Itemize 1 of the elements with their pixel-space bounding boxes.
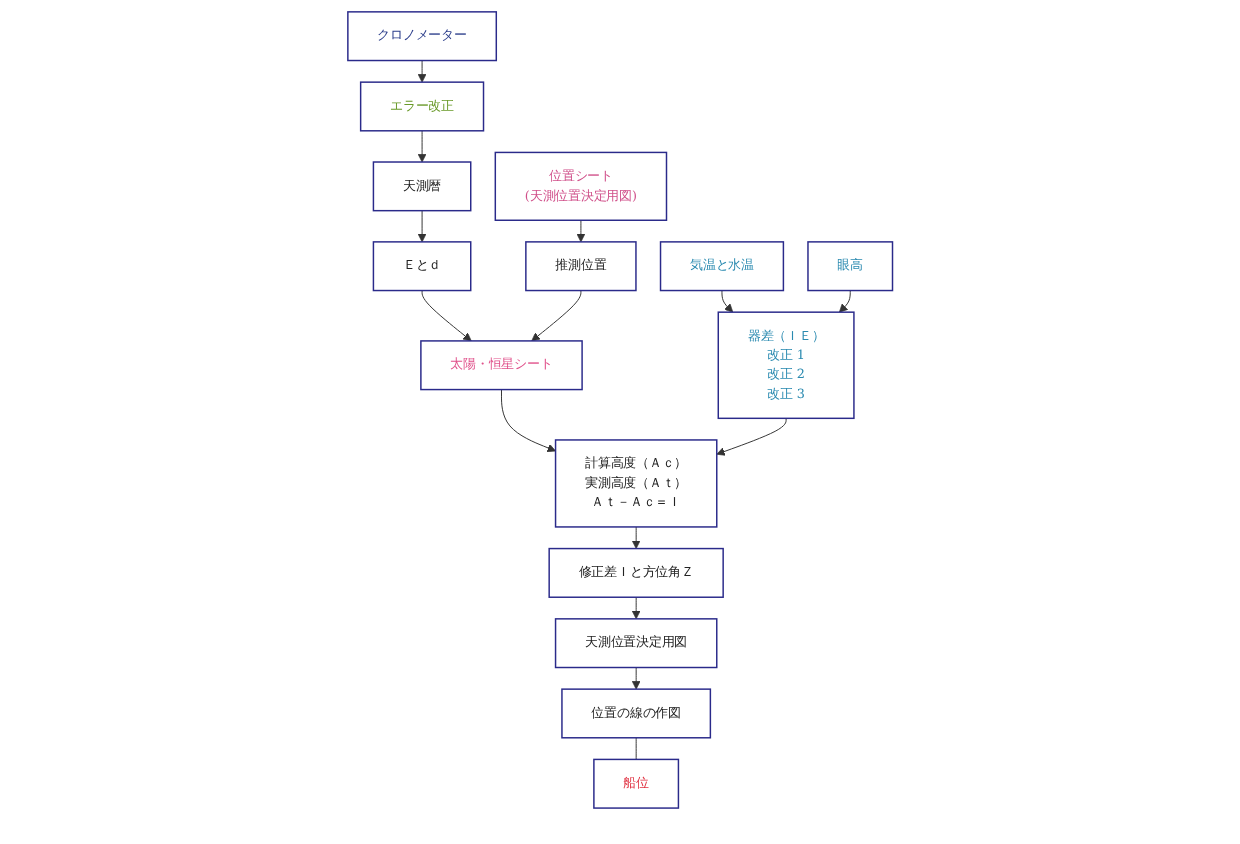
connector [635, 737, 637, 760]
